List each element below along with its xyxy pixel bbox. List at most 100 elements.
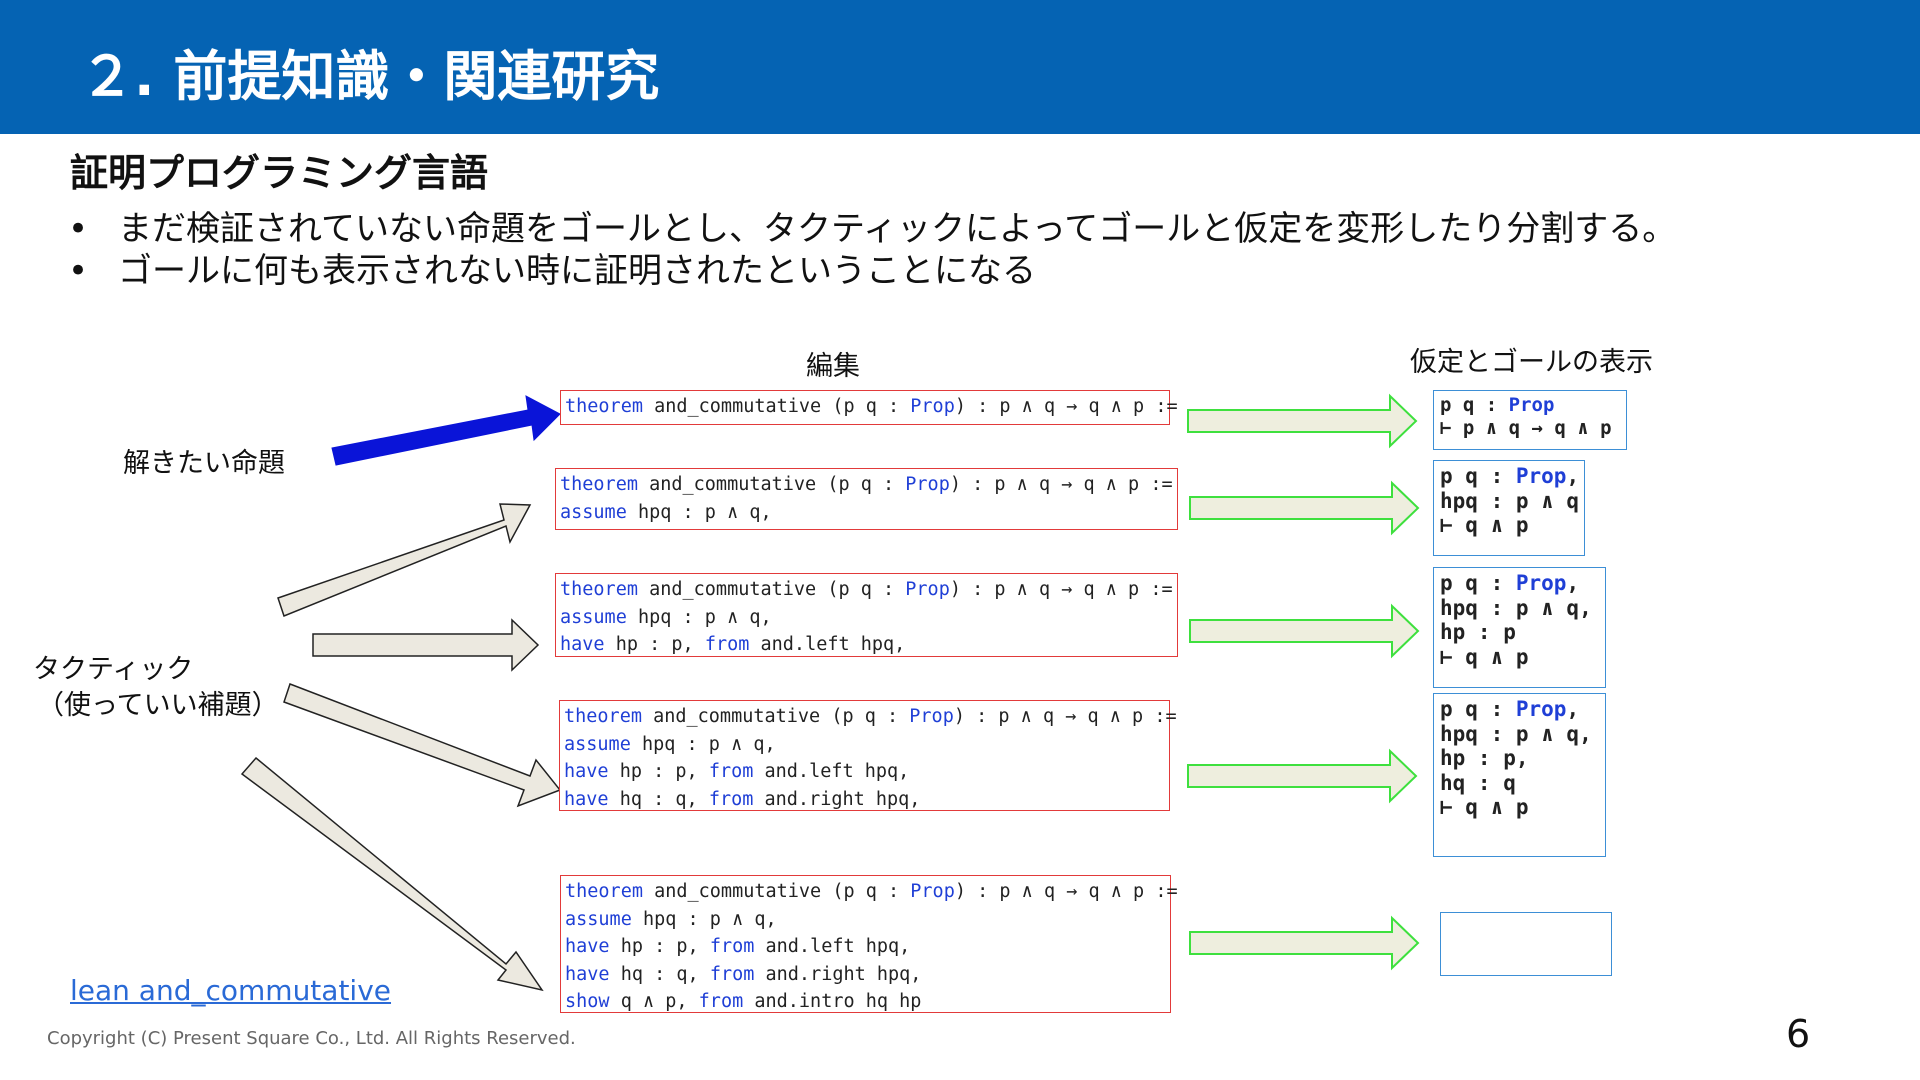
goal-text: p q : <box>1440 571 1516 595</box>
code-text: q ∧ p, <box>609 991 699 1012</box>
code-text: hp : p, <box>604 634 705 655</box>
code-keyword: Prop <box>910 881 955 902</box>
goal-line: p q : Prop, <box>1440 697 1599 722</box>
goal-line: ⊢ p ∧ q → q ∧ p <box>1440 417 1620 440</box>
code-text: hq : q, <box>608 788 709 810</box>
header-bar: ２. 前提知識・関連研究 <box>0 0 1920 134</box>
code-text: ) : p ∧ q → q ∧ p := <box>949 579 1173 600</box>
code-block: theorem and_commutative (p q : Prop) : p… <box>560 875 1178 1016</box>
code-text: and_commutative (p q : <box>637 474 906 495</box>
goal-text: p q : <box>1440 394 1509 416</box>
goal-text: hq : q <box>1440 770 1516 795</box>
code-text: and_commutative (p q : <box>637 579 906 600</box>
code-text: hp : p, <box>609 936 710 957</box>
goal-line: hp : p <box>1440 620 1599 645</box>
code-keyword: theorem <box>565 881 643 902</box>
code-line: theorem and_commutative (p q : Prop) : p… <box>565 878 1178 906</box>
code-line: have hp : p, from and.left hpq, <box>560 631 1173 659</box>
code-text: and.right hpq, <box>753 788 921 810</box>
code-keyword: from <box>708 761 754 782</box>
bullet-text: ゴールに何も表示されない時に証明されたということになる <box>118 251 1036 291</box>
code-line: assume hpq : p ∧ q, <box>560 604 1173 632</box>
page-number: 6 <box>1786 1012 1811 1056</box>
code-text: ) : p ∧ q → q ∧ p := <box>954 881 1178 902</box>
code-keyword: assume <box>565 908 632 930</box>
tactic-arrow <box>312 618 540 672</box>
code-line: assume hpq : p ∧ q, <box>564 731 1165 759</box>
bullet-item: •ゴールに何も表示されない時に証明されたということになる <box>66 250 1676 292</box>
bullet-marker: • <box>68 209 89 249</box>
code-line: assume hpq : p ∧ q, <box>565 906 1166 934</box>
code-keyword: theorem <box>560 474 638 495</box>
code-keyword: assume <box>560 606 627 628</box>
code-text: and_commutative (p q : <box>642 396 911 417</box>
goal-text: , <box>1566 697 1580 721</box>
code-block: theorem and_commutative (p q : Prop) : p… <box>559 700 1177 811</box>
code-text: and.left hpq, <box>753 761 910 782</box>
code-text: hpq : p ∧ q, <box>631 908 777 930</box>
code-keyword: theorem <box>560 579 638 600</box>
code-text: and_commutative (p q : <box>641 706 910 727</box>
bullet-list: • まだ検証されていない命題をゴールとし、タクティックによってゴールと仮定を変形し… <box>66 208 1676 292</box>
proposition-arrow <box>331 395 561 466</box>
goal-line: p q : Prop, <box>1440 571 1599 596</box>
tactic-arrow <box>277 503 532 617</box>
code-keyword: from <box>698 991 744 1012</box>
goal-text: ⊢ q ∧ p <box>1440 513 1529 537</box>
code-text: ) : p ∧ q → q ∧ p := <box>953 706 1177 727</box>
code-line: theorem and_commutative (p q : Prop) : p… <box>560 576 1173 604</box>
tactic-arrow <box>283 683 562 808</box>
goal-panel: p q : Prop,hpq : p ∧ q,hp : p⊢ q ∧ p <box>1433 567 1606 688</box>
goal-text: , <box>1566 571 1580 595</box>
page-title: ２. 前提知識・関連研究 <box>80 45 660 108</box>
code-block: theorem and_commutative (p q : Prop) : p… <box>555 468 1178 530</box>
green-arrow <box>1189 603 1420 659</box>
code-keyword: Prop <box>909 706 954 727</box>
code-keyword: Prop <box>905 474 950 495</box>
goal-text: hpq : p ∧ q, <box>1440 721 1592 746</box>
goal-text: hpq : p ∧ q, <box>1440 595 1592 620</box>
tactic-label-line: タクティック <box>33 654 194 685</box>
code-text: ) : p ∧ q → q ∧ p := <box>949 474 1173 495</box>
proposition-label: 解きたい命題 <box>123 448 285 479</box>
tactic-label-line: （使っていい補題） <box>37 690 279 721</box>
code-line: theorem and_commutative (p q : Prop) : p… <box>565 393 1178 421</box>
goal-line: hp : p, <box>1440 746 1599 771</box>
code-text: hp : p, <box>608 761 709 782</box>
code-keyword: theorem <box>564 706 642 727</box>
code-line: have hp : p, from and.left hpq, <box>564 758 1165 786</box>
bullet-text: まだ検証されていない命題をゴールとし、タクティックによってゴールと仮定を変形した… <box>118 209 1677 249</box>
code-text: and.right hpq, <box>754 963 922 985</box>
goal-text: hp : p <box>1440 620 1516 644</box>
code-text: and.left hpq, <box>754 936 911 957</box>
goal-keyword: Prop <box>1515 464 1567 488</box>
code-keyword: show <box>565 991 610 1012</box>
code-keyword: from <box>708 788 754 810</box>
goal-line: hpq : p ∧ q <box>1440 489 1579 514</box>
goal-text: ⊢ q ∧ p <box>1440 644 1529 669</box>
goal-keyword: Prop <box>1508 394 1555 416</box>
goal-panel: p q : Prop⊢ p ∧ q → q ∧ p <box>1433 390 1627 450</box>
code-text: and_commutative (p q : <box>642 881 911 902</box>
code-text: hpq : p ∧ q, <box>626 501 772 523</box>
goal-column-label: 仮定とゴールの表示 <box>1410 347 1653 378</box>
code-line: show q ∧ p, from and.intro hq hp <box>565 988 1166 1016</box>
goal-panel: p q : Prop,hpq : p ∧ q⊢ q ∧ p <box>1433 460 1585 556</box>
code-line: theorem and_commutative (p q : Prop) : p… <box>560 471 1173 499</box>
goal-line: ⊢ q ∧ p <box>1440 513 1578 538</box>
goal-line: hpq : p ∧ q, <box>1440 596 1599 621</box>
edit-column-label: 編集 <box>806 351 860 382</box>
goal-text: p q : <box>1440 464 1516 488</box>
code-keyword: theorem <box>565 396 643 417</box>
code-keyword: have <box>560 634 605 655</box>
goal-text: ⊢ p ∧ q → q ∧ p <box>1440 417 1612 439</box>
goal-text: p q : <box>1440 697 1516 721</box>
goal-line: hpq : p ∧ q, <box>1440 722 1599 747</box>
tactic-label: タクティック （使っていい補題） <box>33 652 279 724</box>
code-block: theorem and_commutative (p q : Prop) : p… <box>560 390 1178 425</box>
code-line: assume hpq : p ∧ q, <box>560 499 1173 527</box>
goal-keyword: Prop <box>1515 571 1567 595</box>
goal-text: ⊢ q ∧ p <box>1440 795 1529 819</box>
lean-link[interactable]: lean and_commutative <box>70 974 392 1007</box>
